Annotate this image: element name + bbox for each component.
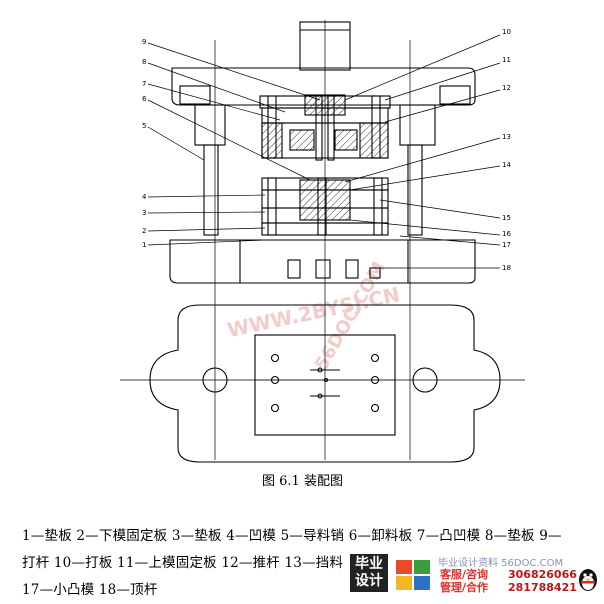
part-number-13: 13 xyxy=(502,133,511,141)
manage-number: 281788421 xyxy=(508,581,577,594)
legend-line-3: 17—小凸模 18—顶杆 xyxy=(22,582,158,598)
brand-logo: 毕业设计 xyxy=(350,554,388,592)
manage-label: 管理/合作 xyxy=(440,581,489,594)
plan-view-die-outline xyxy=(254,334,396,436)
part-number-9: 9 xyxy=(142,38,146,46)
contact-numbers: 306826066 281788421 xyxy=(508,568,577,594)
part-number-1: 1 xyxy=(142,241,146,249)
service-number: 306826066 xyxy=(508,568,577,581)
lower-die-base xyxy=(169,239,476,284)
legend-line-1: 1—垫板 2—下模固定板 3—垫板 4—凹模 5—导料销 6—卸料板 7—凸凹模… xyxy=(22,528,562,544)
qq-penguin-icon[interactable] xyxy=(576,566,600,592)
part-number-3: 3 xyxy=(142,209,146,217)
part-number-15: 15 xyxy=(502,214,511,222)
part-number-7: 7 xyxy=(142,80,146,88)
guide-bushing-left xyxy=(194,104,226,146)
part-number-5: 5 xyxy=(142,122,146,130)
part-number-2: 2 xyxy=(142,227,146,235)
bolt xyxy=(267,95,277,159)
upper-die-base xyxy=(171,67,476,106)
part-number-4: 4 xyxy=(142,193,147,201)
contact-labels: 客服/咨询 管理/合作 xyxy=(440,568,488,594)
service-label: 客服/咨询 xyxy=(440,568,489,581)
assembly-drawing: WWW.2BYSJ.CN 56DOC.COM xyxy=(120,20,525,463)
plan-view-base xyxy=(149,304,501,463)
legend-line-2: 打杆 10—打板 11—上模固定板 12—推杆 13—挡料 xyxy=(22,555,344,571)
part-number-labels: 9 8 7 6 5 4 3 2 1 10 11 12 13 14 15 16 1… xyxy=(142,28,511,272)
part-number-10: 10 xyxy=(502,28,511,36)
parts-legend: 1—垫板 2—下模固定板 3—垫板 4—凹模 5—导料销 6—卸料板 7—凸凹模… xyxy=(22,523,594,604)
part-number-17: 17 xyxy=(502,241,511,249)
guide-hole-right xyxy=(412,367,438,393)
figure-caption: 图 6.1 装配图 xyxy=(262,474,343,489)
guide-hole-left xyxy=(202,367,228,393)
guide-bushing-right xyxy=(399,104,436,146)
part-number-11: 11 xyxy=(502,56,511,64)
watermark-layer: WWW.2BYSJ.CN 56DOC.COM xyxy=(225,258,402,374)
site-banner[interactable]: 毕业设计 毕业设计资料 56DOC.COM 客服/咨询 管理/合作 306826… xyxy=(350,552,604,595)
part-number-14: 14 xyxy=(502,161,511,169)
guide-post-left xyxy=(203,144,219,236)
part-number-18: 18 xyxy=(502,264,511,272)
puzzle-icon xyxy=(396,560,430,590)
part-number-6: 6 xyxy=(142,95,147,103)
part-number-12: 12 xyxy=(502,84,511,92)
part-number-8: 8 xyxy=(142,58,146,66)
die-shank xyxy=(299,21,351,71)
site-name: 毕业设计资料 56DOC.COM xyxy=(438,558,564,569)
part-number-16: 16 xyxy=(502,230,511,238)
